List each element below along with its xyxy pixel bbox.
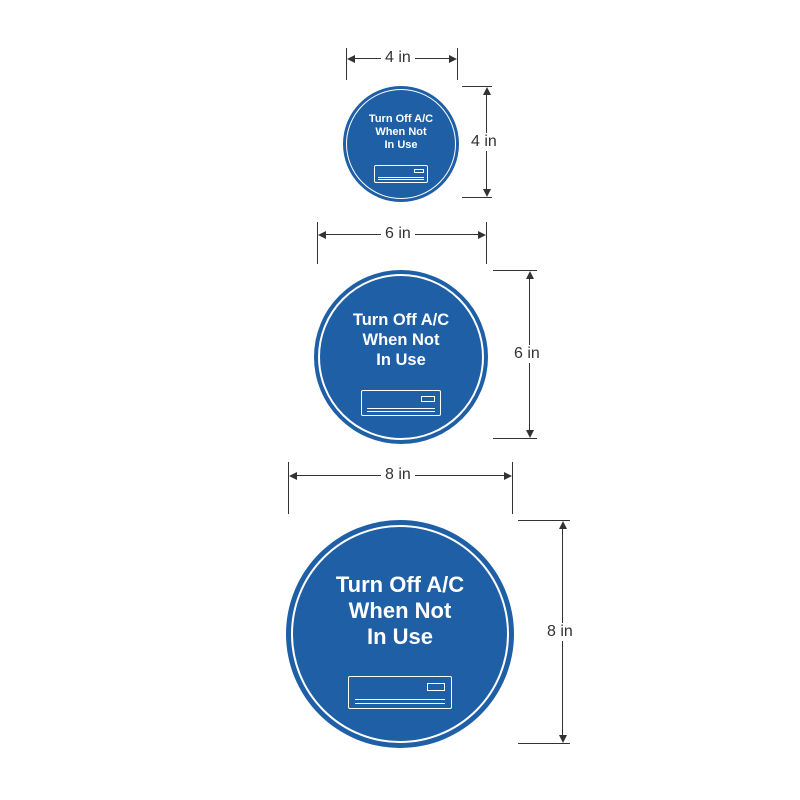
arrow-right-icon: [478, 231, 486, 239]
width-tick-right: [486, 222, 487, 264]
ac-display-panel: [427, 683, 445, 691]
width-tick-left: [317, 222, 318, 264]
sign-message: Turn Off A/C When Not In Use: [314, 310, 488, 370]
width-label: 6 in: [381, 225, 415, 243]
sign-large: Turn Off A/C When Not In Use: [286, 520, 514, 748]
arrow-up-icon: [559, 521, 567, 529]
arrow-down-icon: [483, 189, 491, 197]
arrow-left-icon: [289, 472, 297, 480]
height-tick-top: [493, 270, 537, 271]
sign-border-ring: [346, 89, 456, 199]
height-tick-top: [518, 520, 570, 521]
height-tick-top: [462, 86, 492, 87]
ac-vent-line: [378, 177, 424, 178]
width-label: 8 in: [381, 466, 415, 484]
width-label: 4 in: [381, 49, 415, 67]
arrow-down-icon: [526, 430, 534, 438]
width-tick-left: [346, 48, 347, 80]
arrow-right-icon: [504, 472, 512, 480]
height-label: 4 in: [467, 133, 501, 151]
ac-vent-line: [355, 703, 445, 704]
height-label: 6 in: [510, 345, 544, 363]
height-tick-bottom: [493, 438, 537, 439]
sign-line-3: In Use: [384, 139, 418, 151]
ac-vent-line: [366, 408, 436, 409]
ac-display-panel: [414, 169, 424, 173]
height-label: 8 in: [543, 623, 577, 641]
air-conditioner-icon: [374, 165, 428, 183]
sign-line-2: When Not: [375, 126, 427, 138]
arrow-left-icon: [318, 231, 326, 239]
arrow-right-icon: [449, 55, 457, 63]
arrow-up-icon: [526, 271, 534, 279]
ac-vent-line: [355, 699, 445, 700]
sign-border-ring: [318, 274, 484, 440]
width-tick-right: [512, 462, 513, 514]
width-tick-left: [288, 462, 289, 514]
sign-line-2: When Not: [362, 331, 440, 349]
sign-message: Turn Off A/C When Not In Use: [343, 113, 459, 152]
arrow-up-icon: [483, 87, 491, 95]
air-conditioner-icon: [348, 676, 452, 709]
sign-medium: Turn Off A/C When Not In Use: [314, 270, 488, 444]
ac-display-panel: [421, 396, 435, 402]
sign-line-2: When Not: [348, 598, 452, 623]
arrow-left-icon: [347, 55, 355, 63]
sign-small: Turn Off A/C When Not In Use: [343, 86, 459, 202]
air-conditioner-icon: [361, 390, 441, 416]
arrow-down-icon: [559, 735, 567, 743]
width-tick-right: [457, 48, 458, 80]
sign-line-3: In Use: [366, 624, 434, 649]
ac-vent-line: [366, 411, 436, 412]
sign-line-3: In Use: [376, 351, 426, 369]
ac-vent-line: [378, 179, 424, 180]
sign-line-1: Turn Off A/C: [368, 113, 434, 125]
height-tick-bottom: [462, 197, 492, 198]
height-tick-bottom: [518, 743, 570, 744]
sign-border-ring: [291, 525, 509, 743]
sign-line-1: Turn Off A/C: [335, 572, 465, 597]
sign-message: Turn Off A/C When Not In Use: [286, 572, 514, 650]
sign-line-1: Turn Off A/C: [352, 311, 450, 329]
